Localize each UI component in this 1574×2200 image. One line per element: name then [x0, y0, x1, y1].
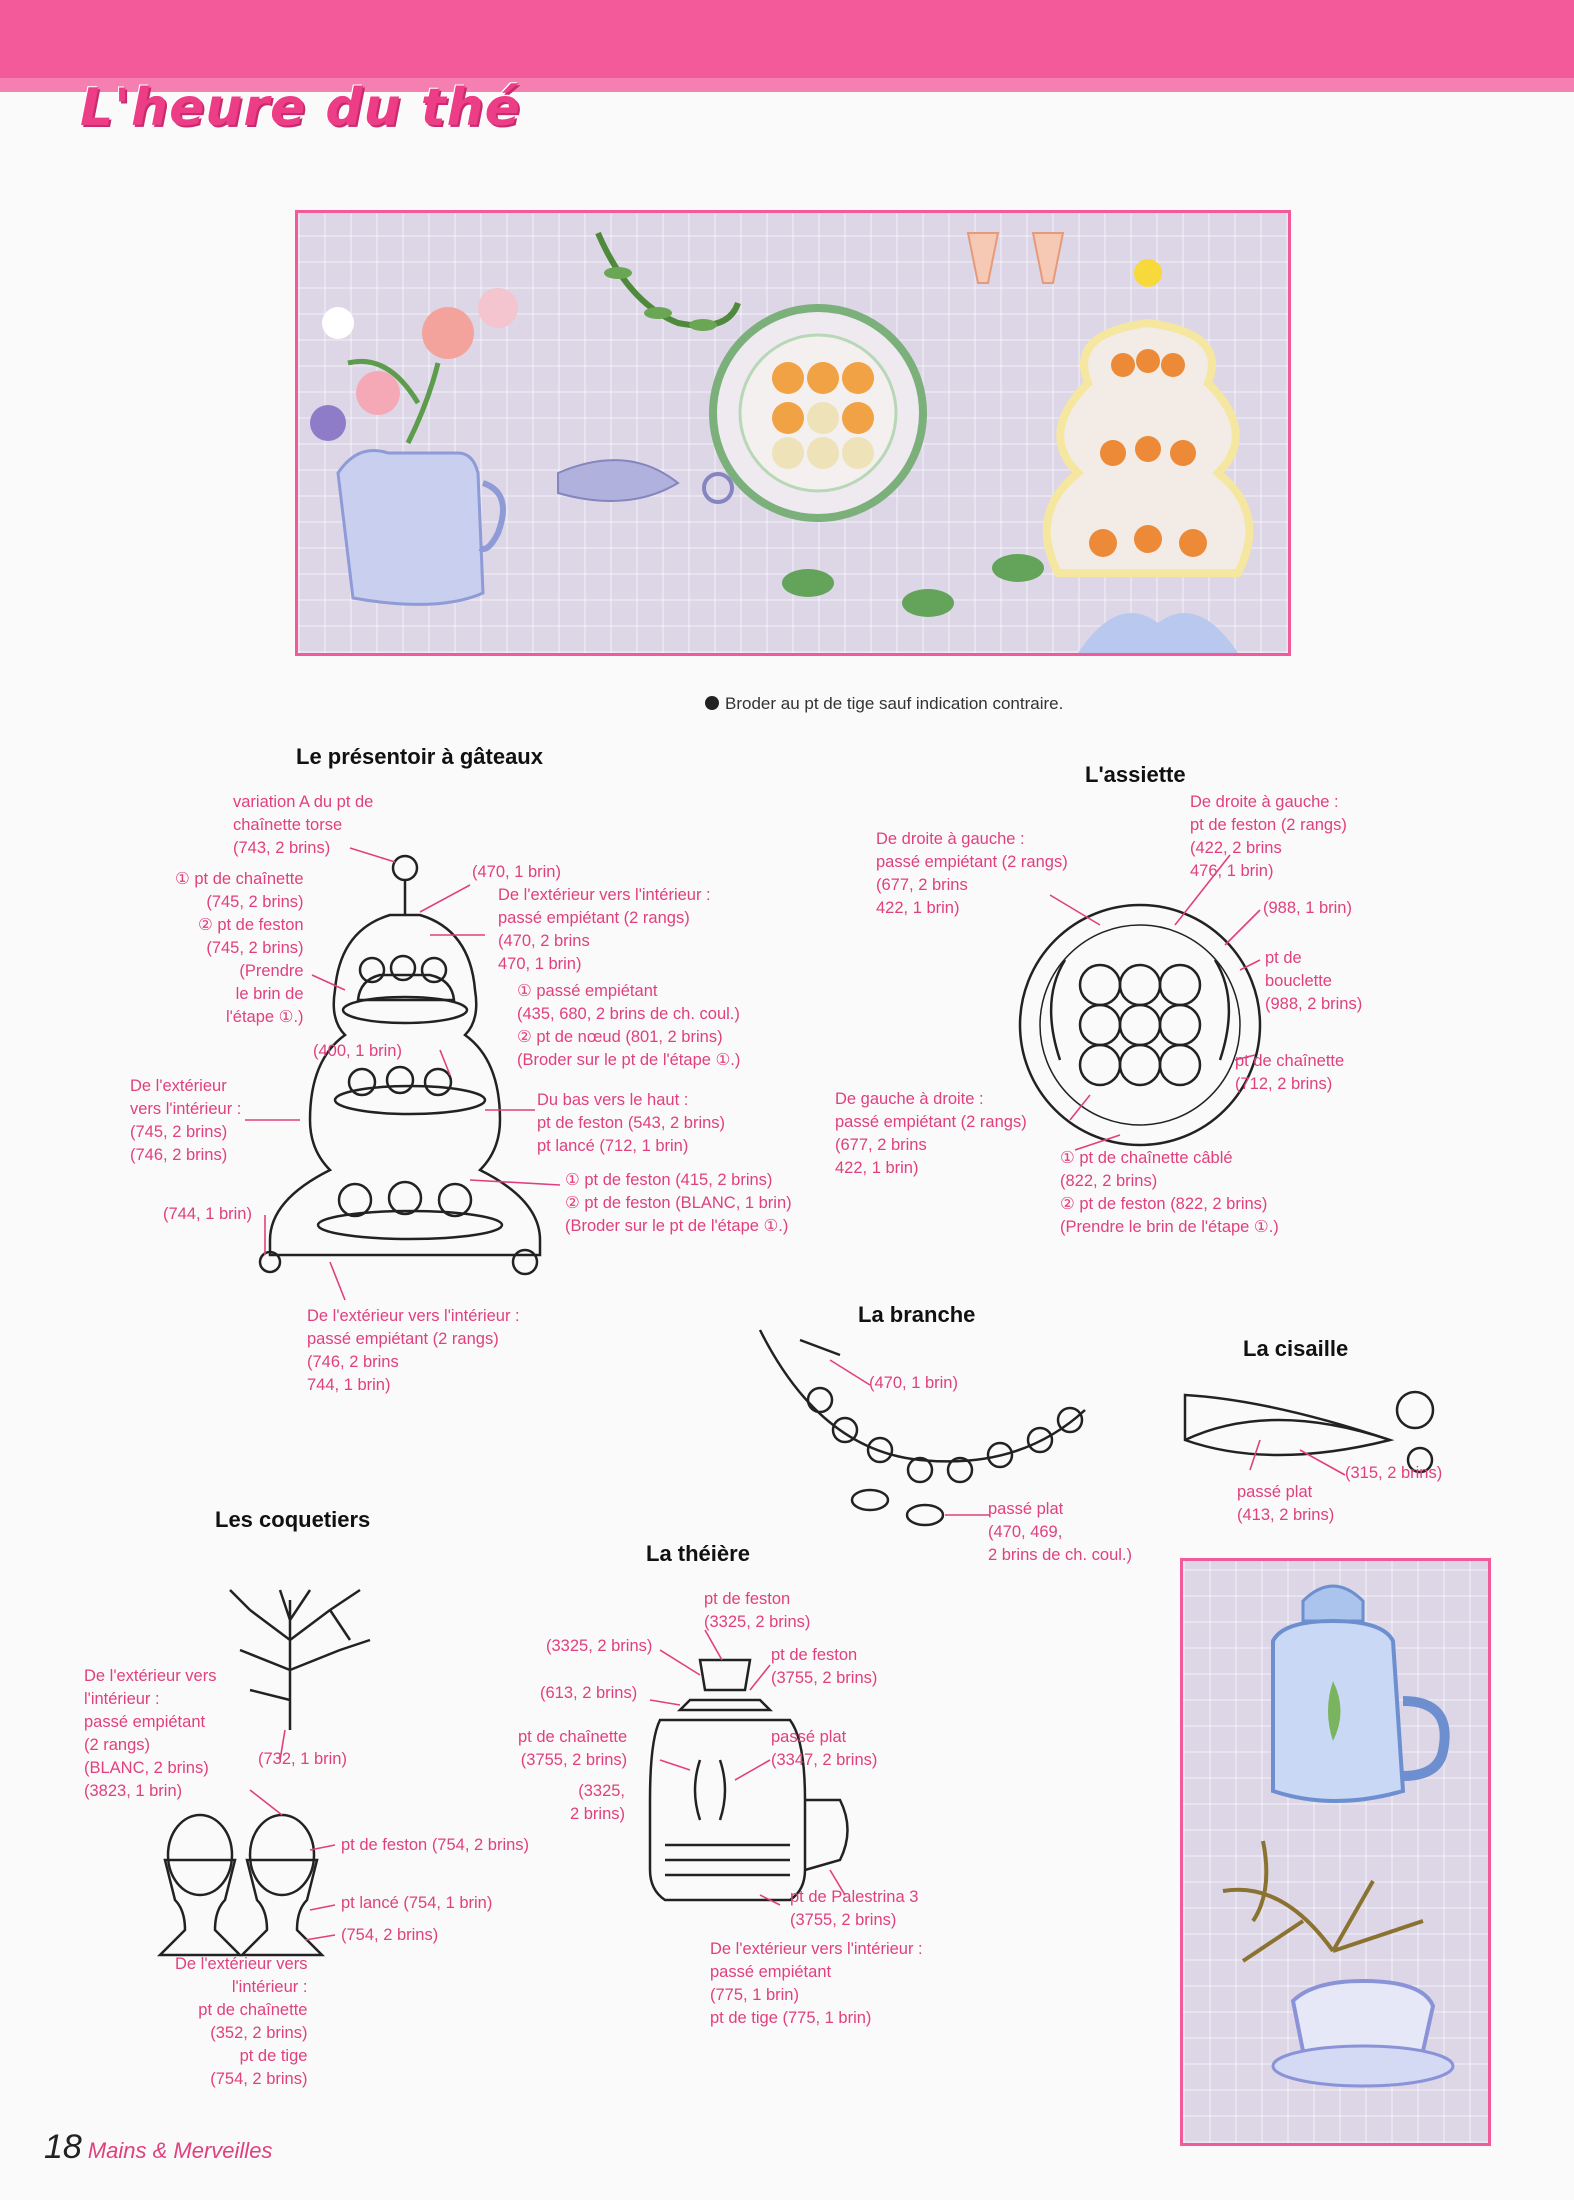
- embroidery-photo-bottom: [1180, 1558, 1491, 2146]
- label-presentoir: variation A du pt de chaînette torse (74…: [233, 793, 374, 857]
- section-title-assiette: L'assiette: [1085, 762, 1186, 787]
- label-theiere: pt de feston (3755, 2 brins): [771, 1646, 878, 1687]
- label-theiere: (3325, 2 brins): [570, 1782, 626, 1823]
- label-cisaille: (315, 2 brins): [1345, 1464, 1443, 1482]
- label-coquetiers: De l'extérieur vers l'intérieur : pt de …: [175, 1955, 308, 2088]
- label-branche: (470, 1 brin): [869, 1374, 958, 1392]
- label-assiette: pt de chaînette (712, 2 brins): [1235, 1052, 1345, 1093]
- label-presentoir: De l'extérieur vers l'intérieur : passé …: [498, 886, 711, 973]
- label-cisaille: passé plat (413, 2 brins): [1237, 1483, 1335, 1524]
- label-presentoir: Du bas vers le haut : pt de feston (543,…: [537, 1091, 726, 1155]
- label-coquetiers: (754, 2 brins): [341, 1926, 439, 1944]
- embroidery-photo-top-illustration: [310, 231, 1254, 653]
- label-presentoir: ① passé empiétant (435, 680, 2 brins de …: [517, 982, 741, 1069]
- label-assiette: pt de bouclette (988, 2 brins): [1265, 949, 1363, 1013]
- label-coquetiers: De l'extérieur vers l'intérieur : passé …: [84, 1667, 217, 1800]
- page-number: 18: [44, 2128, 82, 2166]
- embroidery-photo-top: [295, 210, 1291, 656]
- label-presentoir: ① pt de feston (415, 2 brins) ② pt de fe…: [565, 1171, 792, 1235]
- label-assiette: De gauche à droite : passé empiétant (2 …: [835, 1090, 1027, 1177]
- label-theiere: (3325, 2 brins): [546, 1637, 653, 1655]
- top-color-band: [0, 0, 1574, 92]
- label-theiere: (613, 2 brins): [540, 1684, 638, 1702]
- label-assiette: (988, 1 brin): [1263, 899, 1352, 917]
- scissors-drawing: [1183, 1390, 1435, 1474]
- label-presentoir: (400, 1 brin): [313, 1042, 402, 1060]
- label-presentoir: (470, 1 brin): [472, 863, 561, 881]
- embroidery-note: Broder au pt de tige sauf indication con…: [705, 694, 1063, 714]
- magazine-name: Mains & Merveilles: [87, 2138, 273, 2163]
- branch-drawing: [758, 1329, 1086, 1527]
- label-theiere: pt de Palestrina 3 (3755, 2 brins): [790, 1888, 919, 1929]
- teapot-drawing: [648, 1658, 849, 1902]
- section-title-branche: La branche: [858, 1302, 976, 1327]
- section-title-theiere: La théière: [646, 1541, 750, 1566]
- page-title: L'heure du thé: [80, 78, 521, 138]
- plate-drawing: [1018, 903, 1262, 1147]
- label-presentoir: De l'extérieur vers l'intérieur : (745, …: [130, 1077, 242, 1164]
- section-title-presentoir: Le présentoir à gâteaux: [296, 744, 543, 769]
- label-coquetiers: pt lancé (754, 1 brin): [341, 1894, 493, 1912]
- label-presentoir: (744, 1 brin): [163, 1205, 252, 1223]
- label-theiere: pt de chaînette (3755, 2 brins): [518, 1728, 628, 1769]
- label-coquetiers: (732, 1 brin): [258, 1750, 347, 1768]
- section-title-cisaille: La cisaille: [1243, 1336, 1349, 1361]
- label-presentoir: ① pt de chaînette (745, 2 brins) ② pt de…: [175, 870, 304, 1026]
- label-theiere: De l'extérieur vers l'intérieur : passé …: [710, 1940, 923, 2027]
- label-coquetiers: pt de feston (754, 2 brins): [341, 1836, 530, 1854]
- label-theiere: passé plat (3347, 2 brins): [771, 1728, 878, 1769]
- label-theiere: pt de feston (3325, 2 brins): [704, 1590, 811, 1631]
- label-branche: passé plat (470, 469, 2 brins de ch. cou…: [988, 1500, 1132, 1564]
- bullet-icon: [705, 696, 719, 710]
- label-assiette: De droite à gauche : pt de feston (2 ran…: [1190, 793, 1347, 880]
- label-assiette: ① pt de chaînette câblé (822, 2 brins) ②…: [1060, 1149, 1279, 1236]
- label-assiette: De droite à gauche : passé empiétant (2 …: [876, 830, 1068, 917]
- embroidery-photo-bottom-illustration: [1222, 1584, 1455, 2088]
- section-title-coquetiers: Les coquetiers: [215, 1507, 371, 1532]
- label-presentoir: De l'extérieur vers l'intérieur : passé …: [307, 1307, 520, 1394]
